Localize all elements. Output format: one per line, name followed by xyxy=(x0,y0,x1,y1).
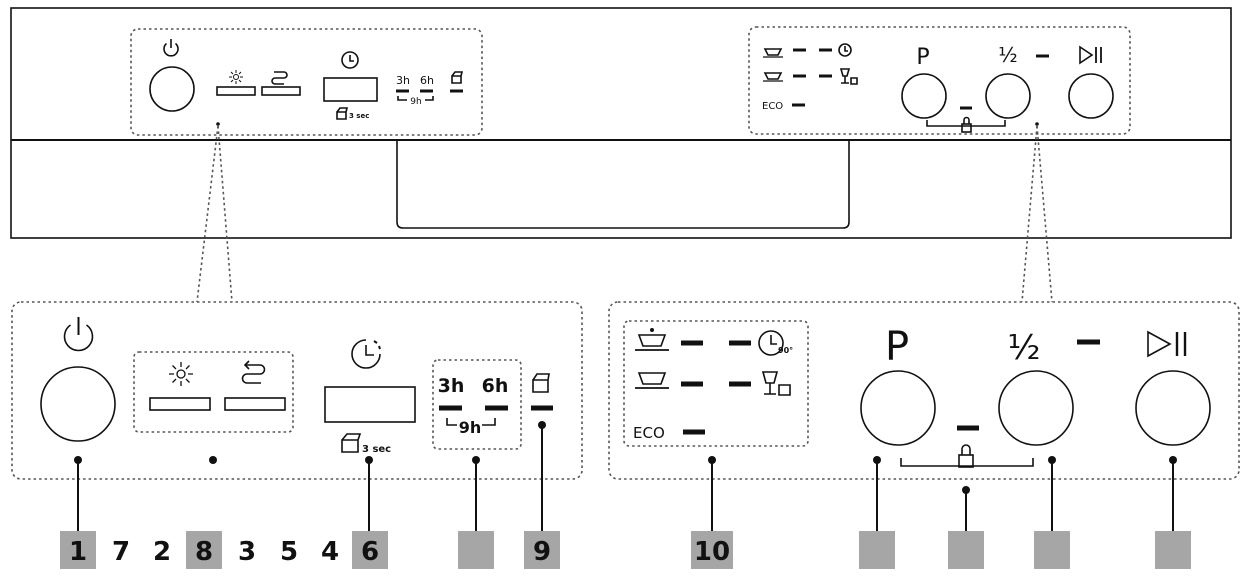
program-label-small: P xyxy=(916,45,929,70)
start-pause-button-small[interactable] xyxy=(1068,73,1114,119)
salt-icon xyxy=(241,360,266,384)
power-icon xyxy=(63,317,94,352)
normal-program-icon xyxy=(635,372,669,389)
basket-icon-small-b xyxy=(451,71,464,84)
zoom-left-panel: 3 sec 3h 6h 9h xyxy=(11,301,583,480)
intensive-program-icon xyxy=(635,328,669,351)
express-90-label: 90° xyxy=(778,346,793,355)
program-button-small[interactable] xyxy=(901,73,947,119)
zoom-connectors xyxy=(196,125,1053,303)
glass-icon-small xyxy=(839,68,858,85)
start-pause-icon xyxy=(1147,330,1187,358)
rinse-aid-icon xyxy=(169,362,193,386)
timer-3h-label: 3h xyxy=(438,375,465,397)
callout-2: 2 xyxy=(153,537,171,567)
timer-icon-small xyxy=(341,51,359,69)
express-90-icon: 90° xyxy=(758,330,793,356)
top-left-cluster: 3 sec 3h 6h 9h xyxy=(130,28,483,136)
salt-bar-small xyxy=(261,86,301,96)
intensive-icon-small xyxy=(763,48,783,58)
power-button[interactable] xyxy=(40,366,116,442)
child-lock-icon xyxy=(958,444,974,468)
zoom-right-panel: 90° ECO P ½ xyxy=(608,301,1240,494)
callout-blank-program xyxy=(859,531,895,569)
callout-7: 7 xyxy=(112,537,130,567)
rinse-aid-icon-small xyxy=(229,70,243,84)
child-lock-icon-small xyxy=(961,116,972,133)
callout-6: 6 xyxy=(352,531,388,569)
indicator-group xyxy=(133,351,294,433)
normal-icon-small xyxy=(763,72,783,82)
timer-3h-label-small: 3h xyxy=(396,74,410,87)
eco-label-small: ECO xyxy=(762,101,783,112)
callout-blank-timer xyxy=(458,531,494,569)
callout-1: 1 xyxy=(60,531,96,569)
appliance-front xyxy=(10,7,1232,239)
power-button-small[interactable] xyxy=(149,66,195,112)
start-pause-icon-small xyxy=(1079,45,1102,65)
delay-timer-group xyxy=(432,359,522,450)
callout-label: 6 xyxy=(361,537,379,567)
half-load-label-small: ½ xyxy=(998,43,1017,67)
timer-9h-label: 9h xyxy=(459,418,482,437)
callout-label: 10 xyxy=(694,537,730,567)
door-handle-recess xyxy=(396,140,850,229)
callout-label: 1 xyxy=(69,537,87,567)
basket-icon-small-a xyxy=(336,107,349,120)
callout-4: 4 xyxy=(321,537,339,567)
program-label: P xyxy=(885,324,909,370)
half-load-button[interactable] xyxy=(998,370,1074,446)
rinse-aid-bar-small xyxy=(216,86,256,96)
callout-blank-lock xyxy=(948,531,984,569)
start-pause-button[interactable] xyxy=(1135,370,1211,446)
callouts: 1 7 2 8 3 5 4 6 9 10 xyxy=(60,531,1191,569)
callout-label: 8 xyxy=(195,537,213,567)
salt-icon-small xyxy=(271,71,288,85)
callout-blank-half-load xyxy=(1034,531,1070,569)
program-button[interactable] xyxy=(860,370,936,446)
timer-icon xyxy=(351,339,381,369)
leader-lines xyxy=(77,425,1174,531)
eco-label: ECO xyxy=(633,424,665,442)
callout-9: 9 xyxy=(524,531,560,569)
callout-3: 3 xyxy=(238,537,256,567)
half-load-label: ½ xyxy=(1008,328,1041,368)
timer-6h-label: 6h xyxy=(482,375,509,397)
hold-note-small: 3 sec xyxy=(349,112,369,120)
salt-indicator-bar xyxy=(224,397,286,411)
power-icon-small xyxy=(163,39,179,57)
timer-display-small xyxy=(323,77,378,102)
callout-5: 5 xyxy=(280,537,298,567)
timer-6h-label-small: 6h xyxy=(420,74,434,87)
program-display-group xyxy=(623,320,809,447)
rinse-aid-indicator-bar xyxy=(149,397,211,411)
callout-10: 10 xyxy=(691,531,733,569)
express-icon-small xyxy=(838,43,852,57)
hold-note: 3 sec xyxy=(362,444,391,455)
lower-basket-icon-a xyxy=(341,433,362,453)
callout-label: 9 xyxy=(533,537,551,567)
callout-8: 8 xyxy=(186,531,222,569)
lower-basket-icon-b xyxy=(532,373,550,393)
timer-9h-label-small: 9h xyxy=(410,97,421,107)
callout-blank-start xyxy=(1155,531,1191,569)
timer-display xyxy=(324,386,416,423)
glass-program-icon xyxy=(761,371,791,396)
top-right-cluster: ECO P ½ xyxy=(748,26,1131,135)
half-load-button-small[interactable] xyxy=(985,73,1031,119)
